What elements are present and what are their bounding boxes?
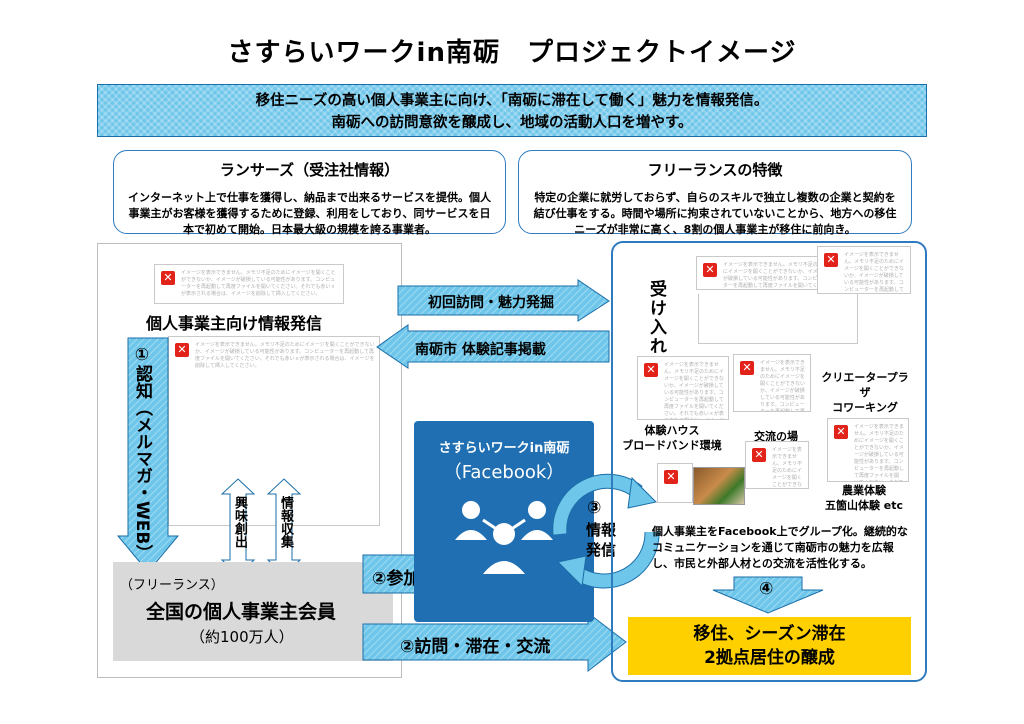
- trial-house-label: 体験ハウス ブロードバンド環境: [622, 424, 722, 452]
- experience-label: 南砺市 体験記事掲載: [415, 342, 546, 358]
- left-panel: [97, 243, 402, 678]
- group-people-icon: [455, 501, 553, 574]
- result-line-2: 2拠点居住の醸成: [704, 648, 835, 668]
- page-title: さすらいワークin南砺 プロジェクトイメージ: [227, 38, 797, 68]
- broken-image: ✕ イメージを表示できません。メモリ不足のためにイメージを開くことができないか、…: [817, 246, 911, 294]
- lancers-body: インターネット上で仕事を獲得し、納品まで出来るサービスを提供。個人事業主がお客様…: [128, 191, 491, 236]
- broken-image-icon: ✕: [752, 448, 766, 462]
- broken-image: ✕: [657, 463, 693, 503]
- facebook-platform: （Facebook）: [443, 462, 565, 483]
- broken-image: ✕ イメージを表示できません。メモリ不足のためにイメージを開くことができないか、…: [637, 356, 729, 420]
- freelance-heading: フリーランスの特徴: [647, 161, 783, 179]
- lancers-info-box: ランサーズ（受注社情報） インターネット上で仕事を獲得し、納品まで出来るサービス…: [113, 150, 506, 236]
- freelance-body: 特定の企業に就労しておらず、自らのスキルで独立し複数の企業と契約を結び仕事をする…: [533, 191, 897, 236]
- broken-image: ✕ イメージを表示できません。メモリ不足のためにイメージを開くことができないか、…: [827, 418, 909, 482]
- cycle-label-1: 情報: [586, 521, 617, 539]
- broken-image-icon: ✕: [644, 363, 658, 377]
- collect-label: 情報収集: [278, 496, 293, 548]
- group-description: 個人事業主をFacebook上でグループ化。継続的なコミュニケーションを通じて南…: [652, 525, 908, 570]
- awareness-label: ①認知（メルマガ・WEB）: [132, 345, 152, 562]
- cycle-arrows-icon: [552, 473, 660, 589]
- facebook-name: さすらいワークin南砺: [438, 441, 570, 456]
- visit-label: ②訪問・滞在・交流: [400, 637, 551, 657]
- step4-arrow: [712, 576, 824, 614]
- broken-image-icon: ✕: [834, 425, 848, 439]
- broken-image: ✕ イメージを表示できません。メモリ不足のためにイメージを開くことができないか、…: [696, 256, 836, 290]
- freelance-note: （フリーランス）: [120, 578, 224, 593]
- broken-image-text: イメージを表示できません。メモリ不足のためにイメージを開くことができないか、イメ…: [760, 360, 806, 412]
- join-label: ②参加: [372, 569, 421, 589]
- cycle-label-2: 発信: [586, 541, 617, 559]
- broken-image-text: イメージを表示できません。メモリ不足のためにイメージを開くことができないか、イメ…: [195, 342, 375, 369]
- members-box: [113, 562, 393, 661]
- broken-image-icon: ✕: [664, 470, 678, 484]
- interest-label: 興味創出: [232, 496, 247, 548]
- result-line-1: 移住、シーズン滞在: [693, 624, 846, 644]
- lancers-heading: ランサーズ（受注社情報）: [219, 161, 400, 179]
- broken-image: ✕ イメージを表示できません。メモリ不足のためにイメージを開くことができないか、…: [733, 354, 811, 412]
- broken-image-text: イメージを表示できません。メモリ不足のためにイメージを開くことができないか、イメ…: [854, 424, 905, 481]
- first-visit-arrow: [397, 279, 610, 322]
- accept-label: 受け入れ: [646, 280, 666, 356]
- broken-image-icon: ✕: [175, 343, 189, 357]
- first-visit-label: 初回訪問・魅力発掘: [428, 295, 554, 311]
- broken-image: ✕ イメージを表示できません。メモリ不足のためにイメージを開くことができないか、…: [154, 264, 344, 304]
- members-count: （約100万人）: [190, 628, 294, 646]
- broken-image-text: イメージを表示できません。メモリ不足のためにイメージを開くことができないか、イメ…: [723, 262, 828, 289]
- broken-image-text: イメージを表示できません。メモリ不足のためにイメージを開くことができないか、イメ…: [844, 252, 905, 293]
- freelance-info-box: フリーランスの特徴 特定の企業に就労しておらず、自らのスキルで独立し複数の企業と…: [518, 150, 912, 236]
- broken-image: [698, 294, 858, 344]
- broken-image-icon: ✕: [161, 271, 175, 285]
- banner-line-2: 南砺への訪問意欲を醸成し、地域の活動人口を増やす。: [331, 115, 693, 131]
- right-panel: [611, 241, 927, 682]
- members-label: 全国の個人事業主会員: [146, 601, 337, 623]
- broken-image-text: イメージを表示できません。メモリ不足のためにイメージを開くことができないか、イメ…: [181, 270, 336, 297]
- banner-line-1: 移住ニーズの高い個人事業主に向け、「南砺に滞在して働く」魅力を情報発信。: [255, 93, 769, 109]
- creator-plaza-label: クリエータープラザ コワーキング: [821, 371, 909, 414]
- exchange-photo: [693, 467, 745, 505]
- visit-arrow: [362, 611, 627, 673]
- step4-number: ④: [759, 579, 774, 599]
- result-box: 移住、シーズン滞在 2拠点居住の醸成: [628, 617, 911, 675]
- broken-image-text: イメージを表示できません。メモリ不足のためにイメージを開くことができないか、イメ…: [772, 447, 803, 488]
- cycle-number: ③: [587, 498, 602, 518]
- awareness-arrow: [116, 337, 180, 573]
- broken-image: ✕ イメージを表示できません。メモリ不足のためにイメージを開くことができないか、…: [745, 441, 809, 489]
- broken-image-icon: ✕: [740, 361, 754, 375]
- broken-image-text: イメージを表示できません。メモリ不足のためにイメージを開くことができないか、イメ…: [664, 362, 725, 419]
- broken-image-icon: ✕: [824, 253, 838, 267]
- summary-banner: 移住ニーズの高い個人事業主に向け、「南砺に滞在して働く」魅力を情報発信。 南砺へ…: [97, 84, 927, 137]
- experience-arrow: [376, 324, 610, 369]
- broken-image-icon: ✕: [703, 263, 717, 277]
- info-label: 個人事業主向け情報発信: [146, 314, 323, 333]
- farm-label: 農業体験 五箇山体験 etc: [824, 484, 904, 512]
